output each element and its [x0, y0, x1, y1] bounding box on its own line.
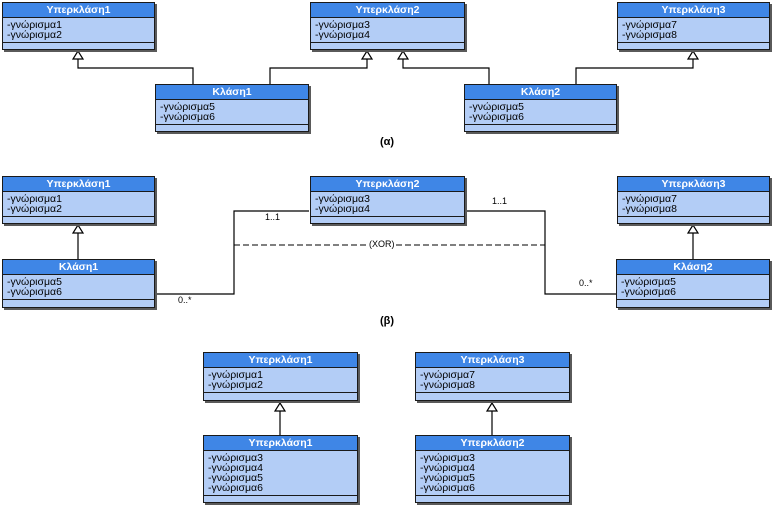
class-name: Υπερκλάση2 — [416, 436, 569, 451]
xor-constraint-label: (XOR) — [368, 239, 396, 249]
attribute: -γνώρισμα7 — [622, 193, 677, 205]
multiplicity-label: 0..* — [178, 295, 192, 305]
class-name: Υπερκλάση1 — [204, 436, 357, 451]
arrowhead-b2 — [686, 223, 700, 234]
class-box[interactable]: Υπερκλάση3 -γνώρισμα7 -γνώρισμα8 — [617, 176, 770, 224]
association-right — [466, 210, 616, 295]
association-left — [155, 210, 309, 295]
attribute: -γνώρισμα5 — [469, 101, 524, 113]
attribute-list: -γνώρισμα5 -γνώρισμα6 — [465, 100, 616, 125]
attribute: -γνώρισμα4 — [420, 462, 475, 474]
generalization-a3 — [402, 59, 490, 84]
class-box[interactable]: Υπερκλάση2 -γνώρισμα3 -γνώρισμα4 — [310, 2, 465, 50]
attribute-list: -γνώρισμα3 -γνώρισμα4 -γνώρισμα5 -γνώρισ… — [204, 451, 357, 496]
class-box[interactable]: Υπερκλάση1 -γνώρισμα1 -γνώρισμα2 — [2, 2, 155, 50]
attribute: -γνώρισμα7 — [420, 369, 475, 381]
attribute: -γνώρισμα6 — [469, 111, 524, 123]
attribute-list: -γνώρισμα7 -γνώρισμα8 — [618, 18, 769, 43]
attribute: -γνώρισμα1 — [7, 193, 62, 205]
class-name: Υπερκλάση3 — [618, 3, 769, 18]
attribute: -γνώρισμα3 — [420, 452, 475, 464]
attribute-list: -γνώρισμα7 -γνώρισμα8 — [416, 368, 569, 393]
attribute-list: -γνώρισμα1 -γνώρισμα2 — [3, 192, 154, 217]
attribute: -γνώρισμα1 — [208, 369, 263, 381]
arrowhead-a3 — [396, 49, 410, 60]
attribute: -γνώρισμα3 — [208, 452, 263, 464]
arrowhead-a4 — [686, 49, 700, 60]
class-name: Υπερκλάση2 — [311, 3, 464, 18]
attribute: -γνώρισμα7 — [622, 19, 677, 31]
attribute: -γνώρισμα6 — [208, 482, 263, 494]
arrowhead-a2 — [360, 49, 374, 60]
attribute: -γνώρισμα6 — [160, 111, 215, 123]
caption-a: (α) — [380, 136, 395, 148]
class-name: Υπερκλάση1 — [3, 177, 154, 192]
attribute: -γνώρισμα1 — [7, 19, 62, 31]
attribute: -γνώρισμα5 — [621, 276, 676, 288]
arrowhead-c1 — [273, 401, 287, 412]
attribute: -γνώρισμα6 — [621, 286, 676, 298]
class-name: Υπερκλάση1 — [204, 353, 357, 368]
class-box[interactable]: Υπερκλάση1 -γνώρισμα1 -γνώρισμα2 — [2, 176, 155, 224]
attribute: -γνώρισμα2 — [7, 203, 62, 215]
class-box[interactable]: Κλάση1 -γνώρισμα5 -γνώρισμα6 — [2, 259, 155, 308]
multiplicity-label: 1..1 — [265, 212, 281, 222]
attribute: -γνώρισμα5 — [160, 101, 215, 113]
attribute-list: -γνώρισμα3 -γνώρισμα4 — [311, 18, 464, 43]
attribute: -γνώρισμα2 — [7, 29, 62, 41]
class-box[interactable]: Υπερκλάση2 -γνώρισμα3 -γνώρισμα4 -γνώρισ… — [415, 435, 570, 503]
attribute-list: -γνώρισμα5 -γνώρισμα6 — [617, 275, 769, 300]
attribute-list: -γνώρισμα3 -γνώρισμα4 -γνώρισμα5 -γνώρισ… — [416, 451, 569, 496]
class-box[interactable]: Υπερκλάση2 -γνώρισμα3 -γνώρισμα4 — [310, 176, 465, 224]
attribute: -γνώρισμα4 — [208, 462, 263, 474]
class-box[interactable]: Κλάση2 -γνώρισμα5 -γνώρισμα6 — [616, 259, 770, 308]
class-box[interactable]: Κλάση2 -γνώρισμα5 -γνώρισμα6 — [464, 84, 617, 132]
attribute: -γνώρισμα5 — [7, 276, 62, 288]
attribute: -γνώρισμα2 — [208, 379, 263, 391]
class-box[interactable]: Υπερκλάση1 -γνώρισμα1 -γνώρισμα2 — [203, 352, 358, 401]
attribute: -γνώρισμα8 — [622, 203, 677, 215]
attribute: -γνώρισμα3 — [315, 19, 370, 31]
attribute-list: -γνώρισμα7 -γνώρισμα8 — [618, 192, 769, 217]
class-name: Υπερκλάση1 — [3, 3, 154, 18]
attribute: -γνώρισμα6 — [7, 286, 62, 298]
attribute: -γνώρισμα5 — [420, 472, 475, 484]
class-name: Κλάση2 — [617, 260, 769, 275]
multiplicity-label: 1..1 — [492, 196, 508, 206]
class-name: Κλάση1 — [156, 85, 308, 100]
attribute-list: -γνώρισμα3 -γνώρισμα4 — [311, 192, 464, 217]
attribute: -γνώρισμα5 — [208, 472, 263, 484]
attribute: -γνώρισμα6 — [420, 482, 475, 494]
class-name: Υπερκλάση3 — [618, 177, 769, 192]
class-box[interactable]: Υπερκλάση1 -γνώρισμα3 -γνώρισμα4 -γνώρισ… — [203, 435, 358, 503]
attribute-list: -γνώρισμα1 -γνώρισμα2 — [204, 368, 357, 393]
attribute: -γνώρισμα4 — [315, 29, 370, 41]
generalization-a4 — [575, 59, 694, 84]
generalization-a2 — [269, 59, 368, 84]
attribute: -γνώρισμα8 — [622, 29, 677, 41]
attribute-list: -γνώρισμα5 -γνώρισμα6 — [3, 275, 154, 300]
arrowhead-c2 — [485, 401, 499, 412]
attribute: -γνώρισμα3 — [315, 193, 370, 205]
class-box[interactable]: Κλάση1 -γνώρισμα5 -γνώρισμα6 — [155, 84, 309, 132]
arrowhead-a1 — [71, 49, 85, 60]
attribute-list: -γνώρισμα1 -γνώρισμα2 — [3, 18, 154, 43]
class-box[interactable]: Υπερκλάση3 -γνώρισμα7 -γνώρισμα8 — [617, 2, 770, 50]
class-name: Κλάση1 — [3, 260, 154, 275]
class-name: Κλάση2 — [465, 85, 616, 100]
attribute: -γνώρισμα8 — [420, 379, 475, 391]
attribute-list: -γνώρισμα5 -γνώρισμα6 — [156, 100, 308, 125]
class-name: Υπερκλάση3 — [416, 353, 569, 368]
caption-b: (β) — [380, 315, 395, 327]
class-name: Υπερκλάση2 — [311, 177, 464, 192]
generalization-a1 — [77, 59, 194, 84]
attribute: -γνώρισμα4 — [315, 203, 370, 215]
arrowhead-b1 — [71, 223, 85, 234]
multiplicity-label: 0..* — [579, 278, 593, 288]
class-box[interactable]: Υπερκλάση3 -γνώρισμα7 -γνώρισμα8 — [415, 352, 570, 401]
